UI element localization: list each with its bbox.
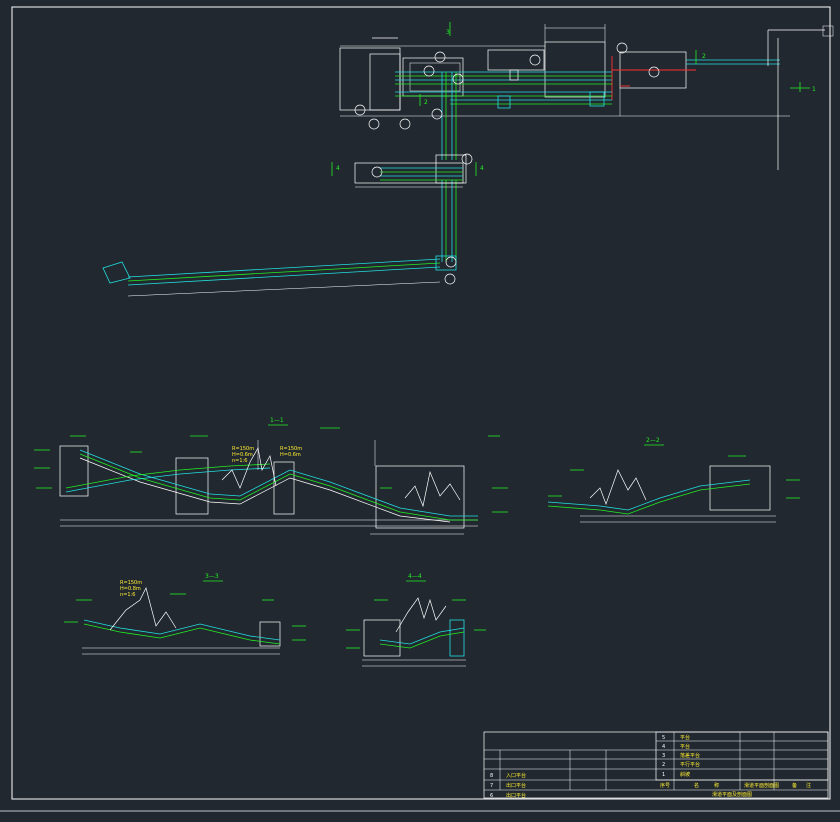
plan-section-marks: 3 2 1 2 4 4 [331,22,816,176]
row-number: 8 [490,773,493,779]
row-number: 2 [662,762,665,768]
section-mark-label: 4 [336,165,340,172]
plan-block-center-inner [409,62,461,92]
section-2-2: 2—2 [547,437,800,523]
curve-label: n=1:6 [120,592,135,598]
section-mark-label: 4 [480,165,484,172]
section-2-2-title: 2—2 [646,437,660,444]
title-block: 5 平台 4 平台 3 落差平台 2 平行平台 1 斜坡 8 入口平台 7 出口… [483,731,829,799]
plan-block-left-inner [369,53,401,111]
plan-end-cap [822,25,834,37]
header-cell: 备 [792,782,797,789]
curve-label: n=1:6 [232,458,247,464]
curve-label: H=0.6m [280,452,301,458]
row-name: 入口平台 [506,772,526,779]
row-name: 斜坡 [680,771,690,778]
row-number: 7 [490,783,493,789]
section-3-3-title: 3—3 [205,573,219,580]
row-name: 落差平台 [680,752,700,759]
row-number: 3 [662,753,665,759]
curve-label: R=150m [120,580,142,586]
header-cell: 序号 [660,782,670,789]
row-name: 出口平台 [506,792,526,799]
curve-label: H=0.8m [120,586,141,592]
plan-bubbles [354,42,660,285]
row-name: 平台 [680,743,690,750]
drawing-border [11,6,831,800]
row-name: 平行平台 [680,761,700,768]
row-number: 1 [662,772,665,778]
section-4-4-title: 4—4 [408,573,422,580]
row-name: 出口平台 [506,782,526,789]
plan-block-center [402,57,464,97]
header-cell: 注 [806,782,811,789]
row-number: 5 [662,735,665,741]
row-number: 4 [662,744,665,750]
title-block-rows: 5 平台 4 平台 3 落差平台 2 平行平台 1 斜坡 8 入口平台 7 出口… [490,734,700,799]
section-mark-label: 2 [424,99,428,106]
title-block-footer: 滑道平面及剖面图 [712,791,752,798]
row-number: 6 [490,793,493,799]
section-mark-label: 1 [812,86,816,93]
header-cell: 名 [694,782,699,789]
row-name: 平台 [680,734,690,741]
plan-block-right [544,41,606,98]
section-1-1-title: 1—1 [270,417,284,424]
section-mark-label: 3 [446,29,450,36]
header-cell: 称 [714,782,719,789]
plan-slide-channels [395,69,612,109]
plan-view: 3 2 1 2 4 4 [102,22,834,297]
curve-label-group-a: R=150m H=0.6m n=1:6 R=150m H=0.6m [232,446,302,464]
curve-label: H=0.6m [232,452,253,458]
section-3-3: 3—3 R=150m H=0.8m n=1:6 [64,573,306,655]
plan-slide-diagonal [102,255,457,297]
section-4-4: 4—4 [346,573,486,667]
section-1-1: 1—1 [34,417,508,535]
plan-slide-vertical [354,72,467,262]
curve-label: R=150m [232,446,254,452]
section-mark-label: 2 [702,53,706,60]
header-cell: 滑道平面剖面图 [744,782,779,789]
curve-label: R=150m [280,446,302,452]
title-block-header: 序号 名 称 滑道平面剖面图 备 注 [660,782,811,789]
section-1-1-labels [34,427,508,513]
plan-block-top [487,49,545,71]
